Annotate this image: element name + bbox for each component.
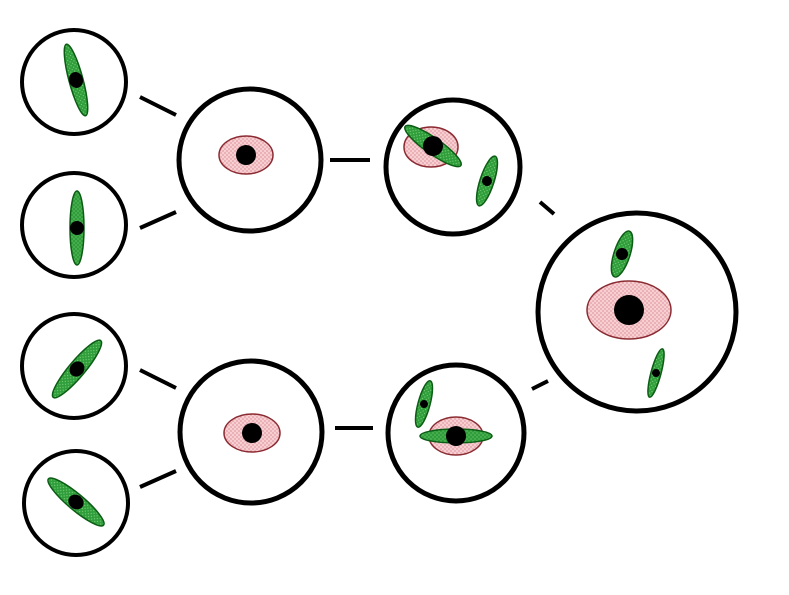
connector-line — [139, 210, 177, 230]
small-cell-top-2 — [20, 171, 128, 279]
chromosome-core — [69, 361, 85, 377]
final-cell — [535, 210, 739, 414]
connector-line — [139, 368, 177, 390]
connector-lines — [139, 95, 556, 489]
fusion-cell-top — [383, 97, 523, 237]
connector-line — [139, 95, 177, 117]
merge-cell-top — [176, 86, 324, 234]
merge-cell-bottom — [177, 358, 325, 506]
small-cell-top-1 — [20, 28, 128, 136]
chromosome-core — [616, 248, 628, 260]
small-cell-bottom-1 — [20, 312, 128, 420]
fusion-cell-bottom — [385, 362, 527, 504]
chromosome-core — [70, 221, 84, 235]
small-cell-bottom-2 — [22, 449, 130, 557]
chromosome-core — [652, 369, 660, 377]
nucleus-core — [614, 295, 644, 325]
nucleus-core — [446, 426, 466, 446]
chromosome-core — [68, 494, 84, 510]
nucleus-core — [236, 145, 256, 165]
chromosome-core — [482, 176, 492, 186]
nucleus-core — [423, 136, 443, 156]
connector-line — [538, 200, 556, 216]
chromosome-core — [420, 400, 428, 408]
chromosome-core — [68, 72, 84, 88]
nucleus-core — [242, 423, 262, 443]
connector-line — [531, 379, 549, 391]
connector-line — [139, 469, 177, 489]
